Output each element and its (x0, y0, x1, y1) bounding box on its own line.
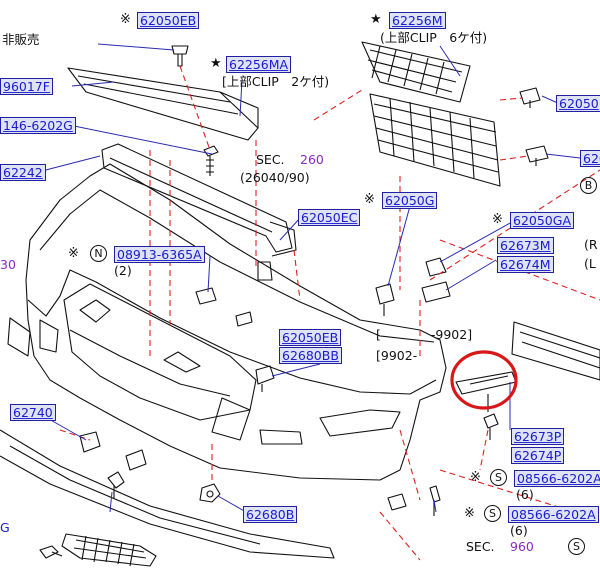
qty-6b: (6) (510, 523, 528, 538)
part-label-62673m[interactable]: 62673M (497, 237, 554, 254)
part-label-62050ec[interactable]: 62050EC (298, 209, 361, 226)
part-label-62256m[interactable]: 62256M (389, 12, 446, 29)
part-label-62242[interactable]: 62242 (0, 164, 46, 181)
note-rl-r: (R (584, 237, 598, 252)
note-clip-2: [上部CLIP 2ケ付) (222, 74, 330, 89)
lower-lip-spoiler (0, 429, 335, 559)
part-label-146-6202g[interactable]: 146-6202G (0, 117, 76, 134)
lower-grille-insert (61, 533, 157, 567)
circle-b-mark: B (580, 177, 597, 194)
circle-s-mark: S (490, 469, 507, 486)
left-edge-g: G (0, 520, 10, 535)
date-bracket-1: [ -9902] (376, 327, 473, 342)
star-mark-2: ★ (370, 12, 382, 27)
part-label-96017f[interactable]: 96017F (0, 78, 53, 95)
left-edge-number: 30 (0, 257, 16, 272)
kome-mark: ※ (120, 12, 131, 27)
part-label-62050eb-mid[interactable]: 62050EB (279, 329, 342, 346)
part-label-62674p[interactable]: 62674P (511, 447, 565, 464)
part-label-62740[interactable]: 62740 (10, 404, 56, 421)
part-label-62050g[interactable]: 62050G (382, 192, 438, 209)
part-label-08566-6202a-bottom[interactable]: 08566-6202A (508, 506, 599, 523)
kome-mark-4: ※ (68, 246, 79, 261)
date-bracket-2: [9902- (376, 348, 418, 363)
upper-reinforcement (67, 67, 259, 141)
header-fragment: 非販売 (2, 32, 40, 47)
side-bracket-62673p (455, 371, 517, 395)
front-grille-mesh-lower (369, 93, 501, 187)
bumper-stay (101, 143, 293, 253)
part-label-62256ma[interactable]: 62256MA (226, 56, 292, 73)
star-mark: ★ (210, 56, 222, 71)
part-label-62050eb-top[interactable]: 62050EB (137, 12, 200, 29)
sec-260-prefix: SEC. (256, 152, 285, 167)
front-bumper-cover (25, 163, 447, 481)
part-label-62050-right-cut[interactable]: 62050 (580, 150, 600, 167)
sec-960-number[interactable]: 960 (510, 539, 534, 554)
circle-s-mark-3: S (568, 538, 585, 555)
part-label-62673p[interactable]: 62673P (511, 428, 565, 445)
qty-6a: (6) (516, 487, 534, 502)
part-label-08566-6202a-top[interactable]: 08566-6202A (514, 470, 600, 487)
sec-260-number[interactable]: 260 (300, 152, 324, 167)
circle-s-mark-2: S (484, 505, 501, 522)
part-label-08913-6365a[interactable]: 08913-6365A (114, 246, 205, 263)
kome-mark-5: ※ (470, 470, 481, 485)
kome-mark-2: ※ (364, 192, 375, 207)
sec-260-ref: (26040/90) (240, 170, 310, 185)
part-label-62050-upper-right[interactable]: 62050 (556, 95, 600, 112)
part-label-62680b[interactable]: 62680B (243, 506, 298, 523)
note-rl-l: (L (584, 256, 596, 271)
sec-960-prefix: SEC. (466, 539, 495, 554)
qty-2: (2) (114, 263, 132, 278)
circle-n-mark: N (90, 245, 107, 262)
clip-62050g (375, 283, 395, 316)
note-clip-6: (上部CLIP 6ケ付) (380, 30, 488, 45)
kome-mark-3: ※ (492, 212, 503, 227)
part-label-62674m[interactable]: 62674M (497, 256, 554, 273)
part-label-62680bb[interactable]: 62680BB (279, 347, 342, 364)
part-label-62050ga[interactable]: 62050GA (510, 212, 575, 229)
clip-62050eb (171, 45, 189, 67)
highlight-circle (450, 350, 518, 410)
side-rail (511, 321, 600, 381)
grille-opening (63, 283, 257, 421)
kome-mark-6: ※ (464, 506, 475, 521)
